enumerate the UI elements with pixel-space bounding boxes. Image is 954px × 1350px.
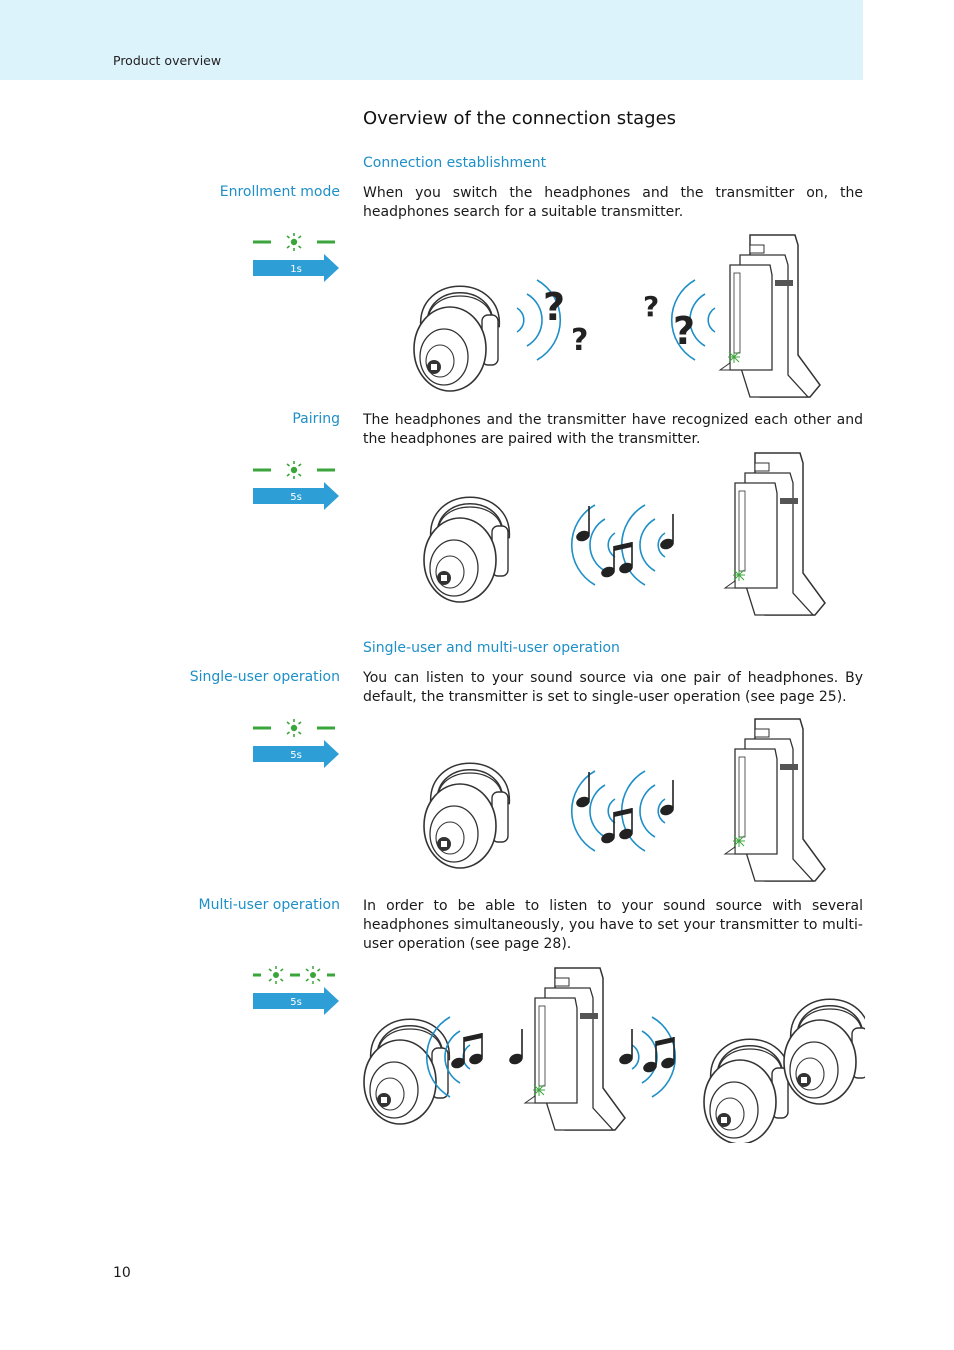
headphones-icon	[424, 767, 508, 869]
transmitter-icon	[524, 967, 626, 1131]
illustration-single-user	[415, 718, 826, 882]
illustration-pairing	[415, 452, 826, 616]
music-notes-icon	[640, 1036, 678, 1075]
page-number: 10	[113, 1265, 131, 1281]
stage-label-pairing: Pairing	[292, 411, 340, 427]
duration-label: 5s	[290, 492, 302, 503]
section-heading-connection: Connection establishment	[363, 155, 547, 171]
music-notes-icon	[448, 1032, 486, 1071]
stage-text-pairing: The headphones and the transmitter have …	[363, 412, 863, 447]
question-mark-icon: ?	[543, 285, 565, 329]
duration-label: 5s	[290, 750, 302, 761]
led-blink-icon	[253, 233, 335, 251]
illustration-enrollment: ? ? ? ?	[405, 234, 821, 398]
music-note-icon	[506, 1028, 526, 1067]
stage-label-enrollment: Enrollment mode	[219, 184, 340, 200]
question-mark-icon: ?	[673, 309, 695, 353]
question-mark-icon: ?	[643, 290, 659, 323]
duration-label: 5s	[290, 997, 302, 1008]
led-blink-icon	[253, 461, 335, 479]
stage-label-multi-user: Multi-user operation	[198, 897, 340, 913]
led-indicator-single-user: 5s	[253, 719, 339, 768]
music-notes-icon	[598, 807, 636, 846]
transmitter-icon	[719, 234, 821, 398]
page-title: Overview of the connection stages	[363, 108, 677, 129]
header-band	[0, 0, 863, 80]
headphones-icon	[784, 1003, 865, 1105]
duration-arrow	[253, 740, 339, 768]
duration-arrow	[253, 482, 339, 510]
led-indicator-pairing: 5s	[253, 461, 339, 510]
led-blink-icon	[253, 719, 335, 737]
stage-text-enrollment: When you switch the headphones and the t…	[363, 185, 863, 220]
duration-arrow	[253, 987, 339, 1015]
led-indicator-multi-user: 5s	[253, 966, 339, 1015]
headphones-icon	[704, 1043, 788, 1144]
music-note-icon	[657, 779, 677, 818]
stage-text-single-user: You can listen to your sound source via …	[363, 670, 863, 705]
headphones-icon	[414, 290, 498, 392]
duration-arrow	[253, 254, 339, 282]
illustration-multi-user	[360, 967, 865, 1144]
music-note-icon	[657, 513, 677, 552]
section-heading-single-multi: Single-user and multi-user operation	[363, 640, 620, 656]
music-notes-icon	[598, 541, 636, 580]
stage-label-single-user: Single-user operation	[189, 669, 340, 685]
led-indicator-enrollment: 1s	[253, 233, 339, 282]
transmitter-icon	[724, 718, 826, 882]
duration-label: 1s	[290, 264, 302, 275]
music-note-icon	[616, 1028, 636, 1067]
header-section-label: Product overview	[113, 53, 222, 68]
transmitter-icon	[724, 452, 826, 616]
stage-text-multi-user: In order to be able to listen to your so…	[363, 898, 863, 952]
headphones-icon	[424, 501, 508, 603]
question-mark-icon: ?	[571, 323, 588, 358]
headphones-icon	[364, 1023, 448, 1125]
led-double-blink-icon	[253, 966, 335, 984]
signal-waves-icon	[631, 1016, 677, 1098]
